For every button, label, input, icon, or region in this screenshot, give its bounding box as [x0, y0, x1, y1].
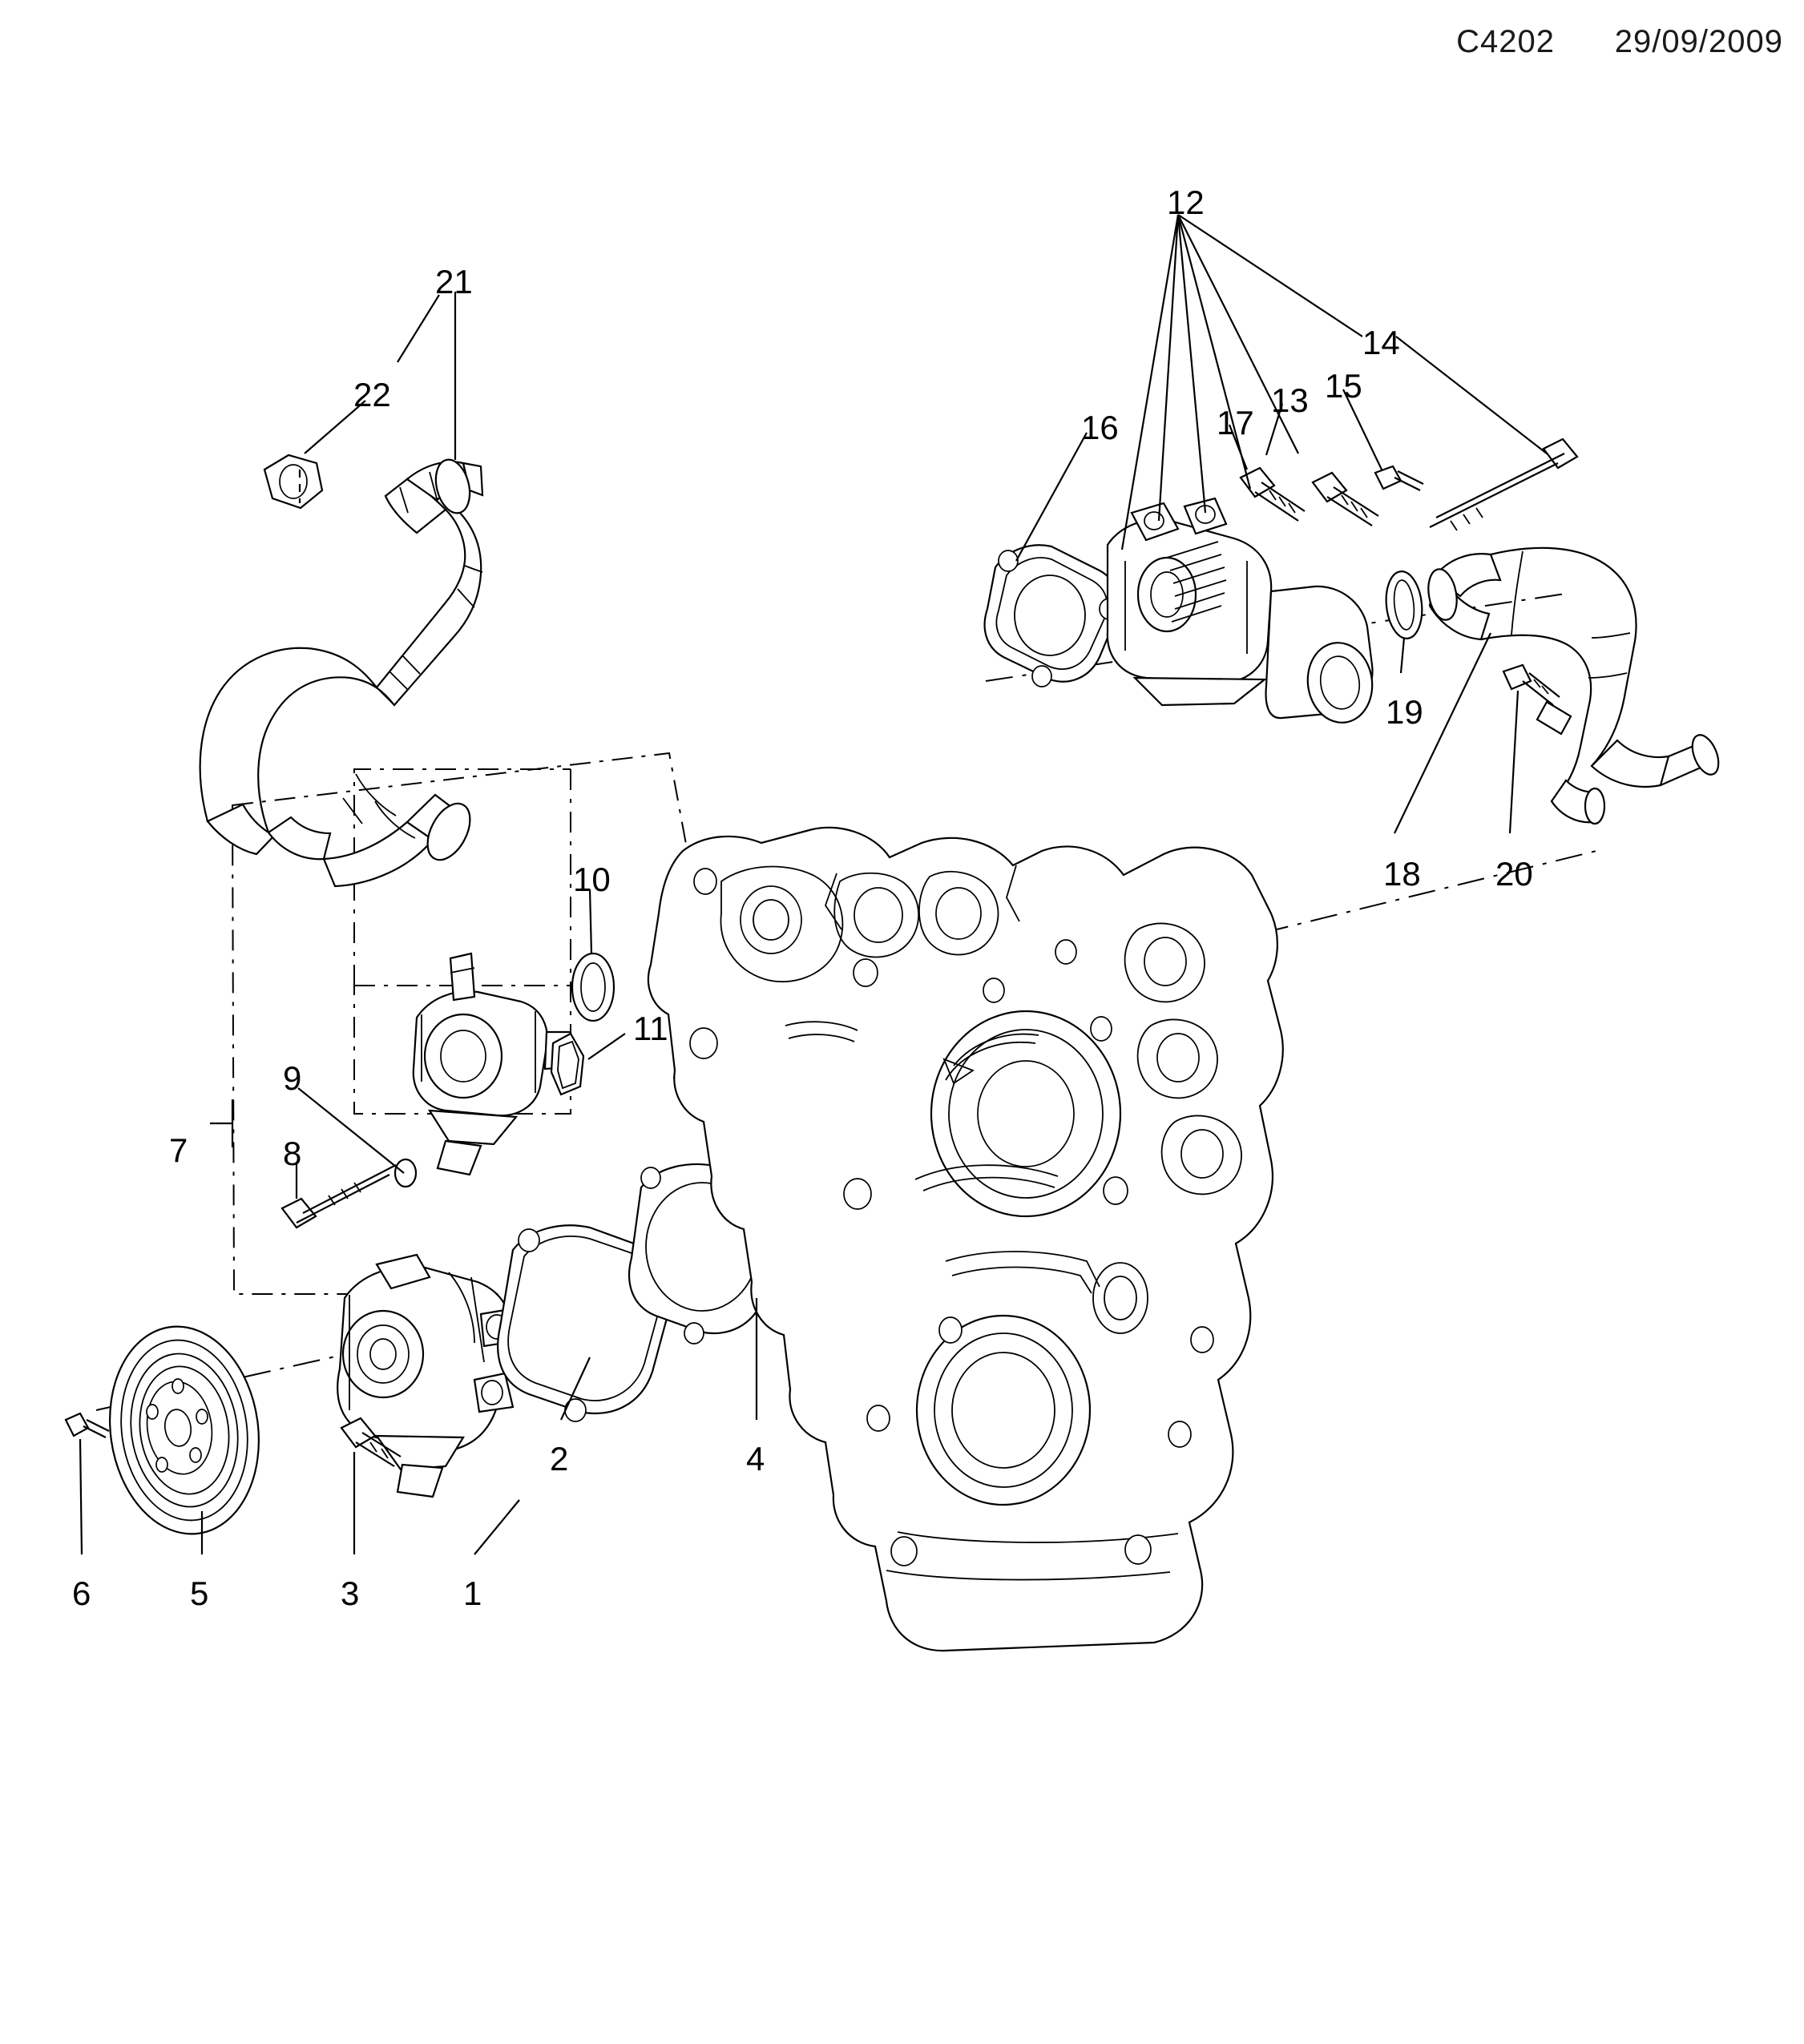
- part-1-water-pump: [337, 1253, 516, 1498]
- callout-11: 11: [633, 1010, 668, 1047]
- part-17-bolt-a: [1239, 466, 1306, 522]
- part-11-gasket: [550, 1032, 585, 1096]
- part-5-pulley: [109, 1325, 260, 1535]
- callout-12: 12: [1167, 183, 1205, 221]
- engine-front-cover: [647, 826, 1284, 1652]
- part-15-small-bolt: [1374, 465, 1424, 491]
- part-10-seal: [571, 952, 615, 1022]
- part-4-gasket: [628, 1163, 785, 1345]
- callout-3: 3: [341, 1574, 360, 1612]
- part-14-long-bolt: [1429, 437, 1579, 531]
- callout-16: 16: [1081, 409, 1119, 446]
- part-12-thermostat-housing: [1106, 497, 1374, 724]
- callout-5: 5: [190, 1574, 209, 1612]
- callout-17: 17: [1217, 404, 1254, 441]
- part-18-hose: [1427, 546, 1720, 825]
- part-21-hose: [199, 458, 484, 888]
- callout-14: 14: [1362, 324, 1400, 361]
- part-3-bolt: [340, 1417, 402, 1467]
- drawing-date: 29/09/2009: [1614, 24, 1783, 59]
- part-6-bolt: [64, 1412, 110, 1438]
- part-2-gasket: [497, 1224, 675, 1422]
- part-16-gasket: [983, 544, 1120, 687]
- part-19-o-ring: [1385, 570, 1423, 639]
- callout-20: 20: [1495, 855, 1533, 893]
- callout-21: 21: [435, 263, 473, 300]
- part-9-housing: [412, 952, 574, 1176]
- callout-6: 6: [72, 1574, 91, 1612]
- callout-15: 15: [1325, 367, 1362, 405]
- part-8-bolt: [280, 1158, 418, 1229]
- callout-19: 19: [1386, 693, 1423, 731]
- part-22-nut: [263, 454, 324, 510]
- callout-8: 8: [283, 1135, 302, 1172]
- part-20-bolt: [1502, 663, 1572, 736]
- callout-2: 2: [550, 1440, 569, 1478]
- callout-4: 4: [746, 1440, 765, 1478]
- drawing-code: C4202: [1456, 24, 1555, 59]
- callout-13: 13: [1271, 381, 1309, 419]
- callout-1: 1: [463, 1574, 482, 1612]
- callout-18: 18: [1383, 855, 1421, 893]
- callout-10: 10: [573, 861, 611, 898]
- callout-22: 22: [353, 376, 391, 413]
- callout-7: 7: [169, 1131, 188, 1169]
- part-17-bolt-b: [1311, 471, 1379, 526]
- callout-9: 9: [283, 1059, 302, 1097]
